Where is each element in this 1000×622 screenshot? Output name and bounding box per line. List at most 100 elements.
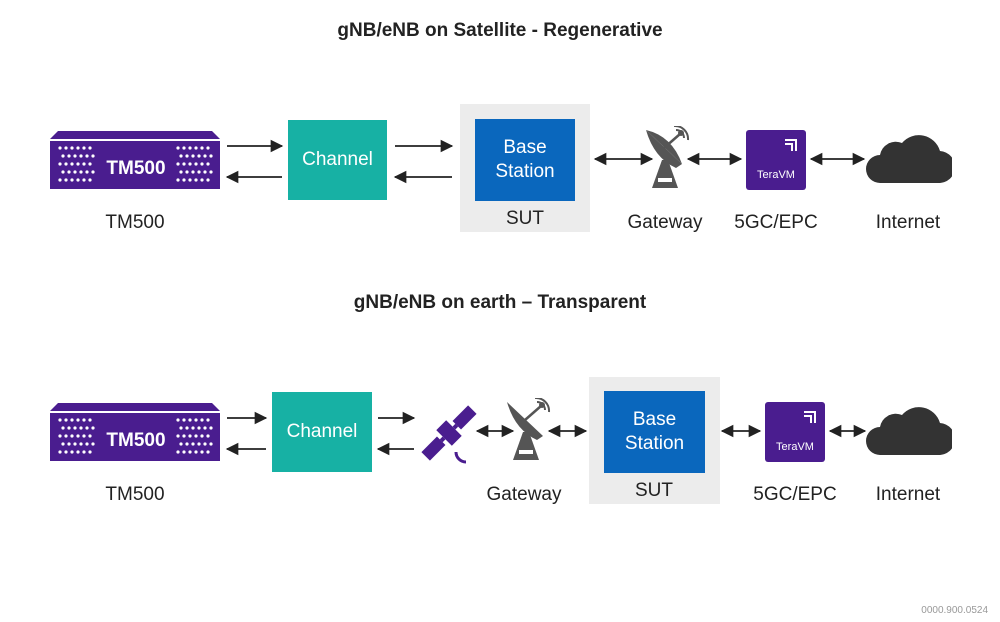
teravm-text: TeraVM — [757, 169, 795, 181]
satellite-dish-icon — [646, 126, 690, 188]
tm500-dot — [58, 434, 62, 438]
tm500-device-icon: TM500 — [50, 131, 220, 189]
tm500-dot — [82, 178, 86, 182]
tm500-dot — [73, 426, 77, 430]
tm500-dot — [176, 418, 180, 422]
tm500-dot — [197, 426, 201, 430]
tm500-dot — [191, 426, 195, 430]
tm500-dot — [188, 450, 192, 454]
tm500-dot — [76, 178, 80, 182]
tm500-dot — [70, 434, 74, 438]
tm500-dot — [79, 442, 83, 446]
tm500-dot — [194, 178, 198, 182]
core-label: 5GC/EPC — [734, 212, 818, 233]
tm500-dot — [182, 450, 186, 454]
tm500-dot — [182, 418, 186, 422]
tm500-dot — [76, 162, 80, 166]
tm500-dot — [79, 170, 83, 174]
tm500-dot — [88, 162, 92, 166]
tm500-dot — [64, 418, 68, 422]
cloud-icon — [866, 135, 952, 183]
tm500-dot — [194, 434, 198, 438]
tm500-dot — [82, 418, 86, 422]
tm500-dot — [185, 442, 189, 446]
tm500-dot — [209, 426, 213, 430]
tm500-dot — [194, 146, 198, 150]
tm500-dot — [179, 170, 183, 174]
channel-box: Channel — [288, 120, 387, 200]
tm500-dot — [188, 178, 192, 182]
tm500-dot — [185, 170, 189, 174]
base-station-line1: Base — [503, 137, 547, 158]
base-station-line2: Station — [495, 161, 555, 182]
tm500-dot — [188, 418, 192, 422]
tm500-dot — [200, 450, 204, 454]
tm500-dot — [179, 426, 183, 430]
tm500-dot — [203, 442, 207, 446]
tm500-dot — [185, 426, 189, 430]
tm500-dot — [82, 162, 86, 166]
diagram2-title: gNB/eNB on earth – Transparent — [353, 292, 647, 313]
tm500-dot — [82, 434, 86, 438]
internet-label: Internet — [875, 212, 941, 233]
tm500-dot — [182, 434, 186, 438]
base-station-box: Base Station — [604, 391, 705, 473]
tm500-dot — [209, 154, 213, 158]
core-label: 5GC/EPC — [753, 484, 837, 505]
tm500-device-text: TM500 — [106, 430, 165, 451]
tm500-dot — [191, 154, 195, 158]
tm500-dot — [200, 418, 204, 422]
tm500-dot — [58, 162, 62, 166]
tm500-dot — [76, 418, 80, 422]
tm500-dot — [67, 154, 71, 158]
tm500-dot — [88, 178, 92, 182]
tm500-dot — [82, 146, 86, 150]
base-station-line2: Station — [624, 433, 685, 454]
sut-label: SUT — [635, 480, 673, 501]
tm500-dot — [206, 146, 210, 150]
channel-label: Channel — [286, 421, 358, 442]
tm500-dot — [79, 154, 83, 158]
teravm-box: TeraVM — [746, 130, 806, 190]
base-station-line1: Base — [632, 409, 677, 430]
tm500-dot — [76, 146, 80, 150]
tm500-dot — [176, 146, 180, 150]
tm500-dot — [85, 154, 89, 158]
tm500-dot — [64, 178, 68, 182]
tm500-dot — [70, 418, 74, 422]
tm500-dot — [197, 442, 201, 446]
tm500-dot — [182, 162, 186, 166]
tm500-dot — [203, 426, 207, 430]
tm500-dot — [209, 442, 213, 446]
teravm-box: TeraVM — [765, 402, 825, 462]
tm500-dot — [76, 434, 80, 438]
tm500-dot — [179, 154, 183, 158]
teravm-logo-icon — [804, 411, 816, 423]
channel-label: Channel — [302, 149, 373, 170]
diagram1-title: gNB/eNB on Satellite - Regenerative — [337, 20, 663, 41]
tm500-dot — [197, 154, 201, 158]
tm500-dot — [64, 162, 68, 166]
tm500-dot — [176, 162, 180, 166]
tm500-dot — [188, 434, 192, 438]
tm500-dot — [188, 162, 192, 166]
tm500-dot — [206, 162, 210, 166]
tm500-dot — [73, 442, 77, 446]
tm500-dot — [76, 450, 80, 454]
tm500-dot — [91, 170, 95, 174]
sut-label: SUT — [506, 208, 544, 229]
base-station-box: Base Station — [475, 119, 575, 201]
tm500-dot — [197, 170, 201, 174]
tm500-label: TM500 — [105, 484, 165, 505]
tm500-dot — [203, 154, 207, 158]
tm500-dot — [58, 418, 62, 422]
tm500-dot — [179, 442, 183, 446]
tm500-dot — [176, 450, 180, 454]
tm500-dot — [61, 154, 65, 158]
tm500-dot — [185, 154, 189, 158]
tm500-dot — [73, 154, 77, 158]
tm500-dot — [206, 434, 210, 438]
tm500-dot — [176, 178, 180, 182]
tm500-dot — [91, 154, 95, 158]
